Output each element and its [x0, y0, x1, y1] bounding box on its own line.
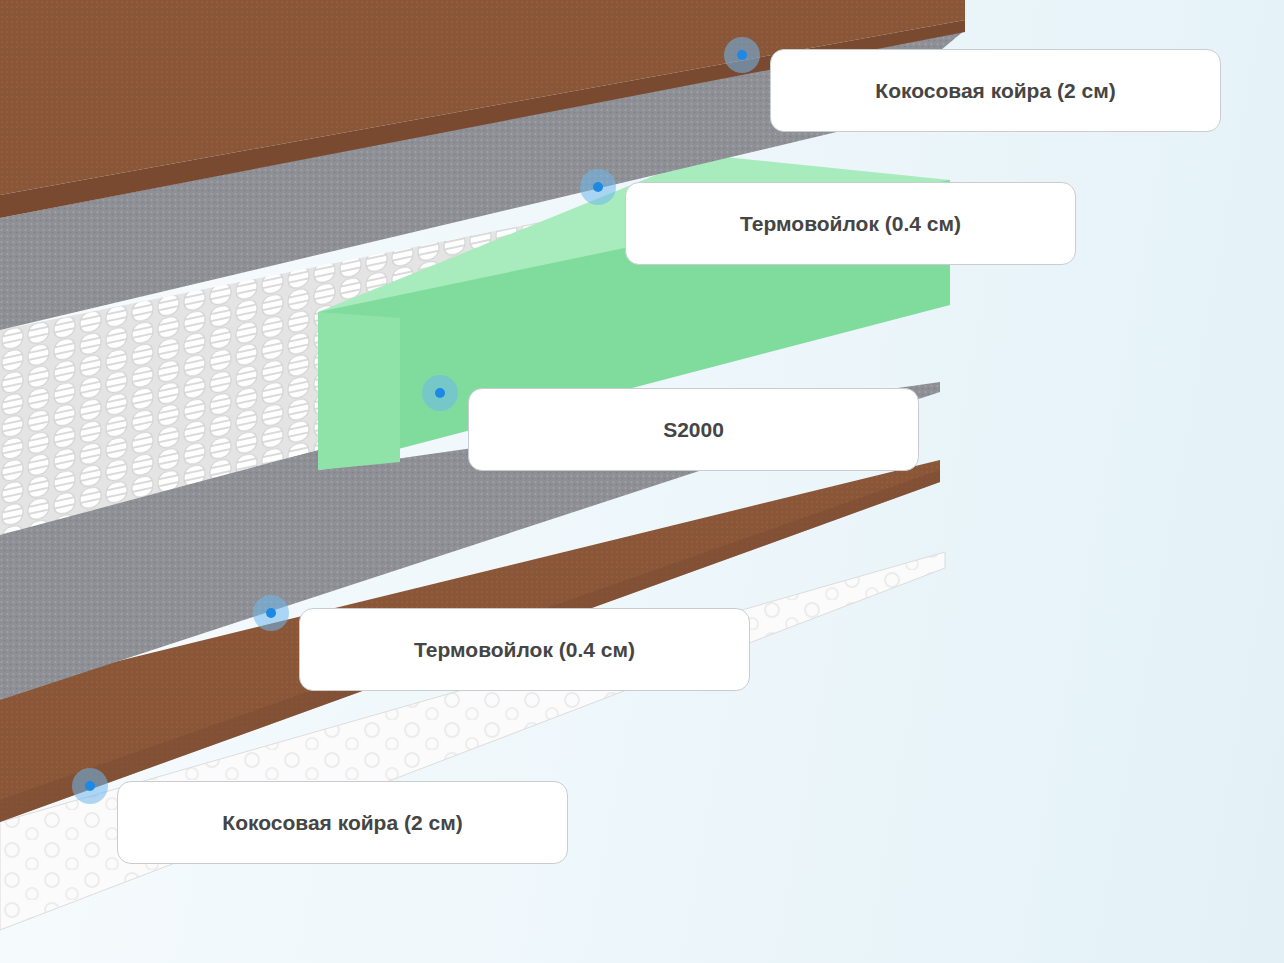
callout-label: S2000: [663, 418, 724, 442]
callout-dot: [724, 37, 760, 73]
callout-dot: [422, 375, 458, 411]
callout-box: Термовойлок (0.4 см): [625, 182, 1076, 265]
callout-box: S2000: [468, 388, 919, 471]
callout-label: Кокосовая койра (2 см): [222, 811, 462, 835]
callout-label: Кокосовая койра (2 см): [875, 79, 1115, 103]
callout-dot: [253, 595, 289, 631]
callout-dot: [580, 169, 616, 205]
callout-box: Термовойлок (0.4 см): [299, 608, 750, 691]
callout-box: Кокосовая койра (2 см): [117, 781, 568, 864]
callout-label: Термовойлок (0.4 см): [414, 638, 635, 662]
callout-dot: [72, 768, 108, 804]
callout-label: Термовойлок (0.4 см): [740, 212, 961, 236]
callout-box: Кокосовая койра (2 см): [770, 49, 1221, 132]
